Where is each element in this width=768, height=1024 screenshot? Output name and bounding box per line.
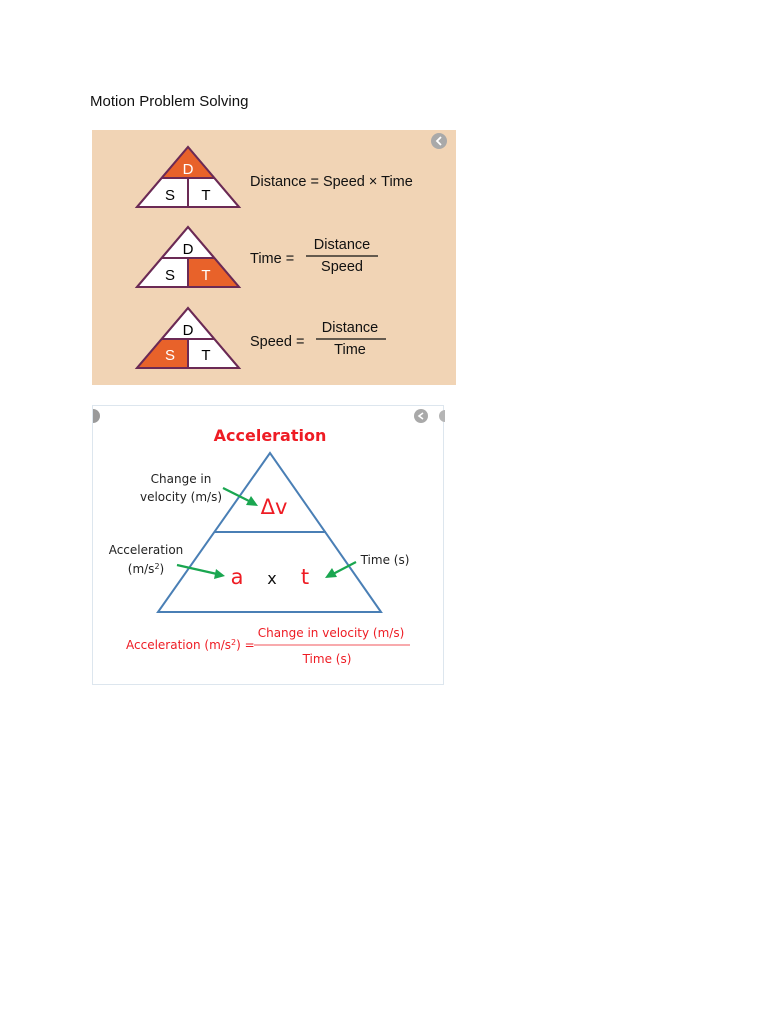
times-symbol: x <box>267 569 276 588</box>
label-change-in-velocity-1: Change in <box>151 472 212 486</box>
acceleration-figure: Acceleration Change in velocity (m/s) Ac… <box>92 405 445 685</box>
arrow-time <box>325 561 357 578</box>
arrow-acceleration <box>176 563 225 579</box>
label-acceleration-1: Acceleration <box>109 543 184 557</box>
label-time: Time (s) <box>360 553 410 567</box>
triangle-1-right-letter: T <box>201 187 210 204</box>
triangle-2-left-letter: S <box>165 267 175 284</box>
chevron-left-icon[interactable] <box>93 409 100 423</box>
acceleration-title: Acceleration <box>214 426 327 445</box>
delta-v-symbol: Δv <box>261 495 288 519</box>
chevron-left-icon[interactable] <box>414 409 445 423</box>
equation-denominator: Time (s) <box>302 652 352 666</box>
triangle-2-top-letter: D <box>183 241 194 258</box>
formula-distance: Distance = Speed × Time <box>250 174 413 190</box>
label-change-in-velocity-2: velocity (m/s) <box>140 490 222 504</box>
triangle-2-right-letter: T <box>201 267 210 284</box>
a-symbol: a <box>231 565 244 589</box>
label-acceleration-2: (m/s2) <box>128 562 164 577</box>
dst-triangle-3: D S T <box>134 306 242 369</box>
chevron-left-icon[interactable] <box>431 133 447 149</box>
dst-triangle-2: D S T <box>134 225 242 288</box>
dst-triangle-1: D S T <box>134 145 242 208</box>
triangle-1-left-letter: S <box>165 187 175 204</box>
triangle-3-right-letter: T <box>201 347 210 364</box>
arrow-velocity <box>222 487 258 506</box>
formula-speed-numerator: Distance <box>322 320 378 336</box>
formula-time-numerator: Distance <box>314 237 370 253</box>
equation-numerator: Change in velocity (m/s) <box>258 626 405 640</box>
formula-time-denominator: Speed <box>321 259 363 275</box>
formula-speed-lhs: Speed = <box>250 334 304 350</box>
dst-triangle-figure: D S T Distance = Speed × Time D S T Time… <box>92 130 456 385</box>
triangle-3-left-letter: S <box>165 347 175 364</box>
t-symbol: t <box>301 565 309 589</box>
formula-speed-denominator: Time <box>334 342 366 358</box>
page-title: Motion Problem Solving <box>90 93 249 110</box>
triangle-1-top-letter: D <box>183 161 194 178</box>
triangle-3-top-letter: D <box>183 322 194 339</box>
formula-time-lhs: Time = <box>250 251 294 267</box>
equation-lhs: Acceleration (m/s2) = <box>126 638 255 653</box>
